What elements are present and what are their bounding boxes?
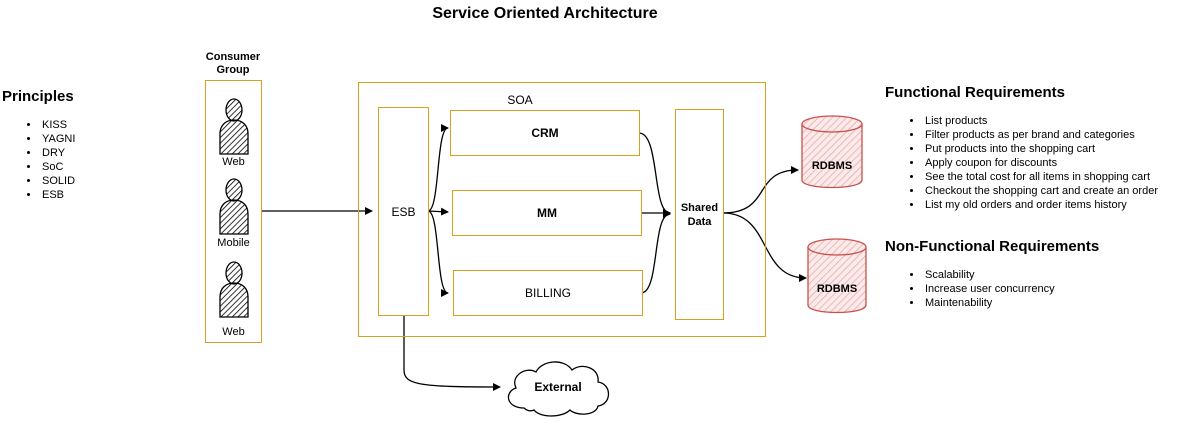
cloud-icon	[507, 361, 610, 417]
non-functional-heading: Non-Functional Requirements	[885, 238, 1100, 255]
arrow-billing-to-shared	[640, 210, 671, 294]
billing-box	[453, 270, 643, 316]
database-label: RDBMS	[816, 283, 858, 295]
user-icon	[219, 178, 249, 235]
mm-label: MM	[537, 206, 557, 220]
list-item: DRY	[40, 146, 75, 160]
list-item: ESB	[40, 188, 75, 202]
list-item: SOLID	[40, 174, 75, 188]
database-icon	[801, 115, 863, 189]
list-item: Checkout the shopping cart and create an…	[923, 184, 1158, 198]
arrow-esb-to-mm	[427, 207, 449, 216]
crm-label: CRM	[531, 126, 559, 140]
user-icon	[219, 98, 249, 155]
shared-data-label: Shared Data	[680, 202, 719, 228]
list-item: SoC	[40, 160, 75, 174]
esb-box	[378, 107, 429, 316]
functional-list: List products Filter products as per bra…	[909, 114, 1158, 212]
principles-list: KISS YAGNI DRY SoC SOLID ESB	[26, 118, 75, 202]
list-item: Maintenability	[923, 296, 1055, 310]
list-item: Increase user concurrency	[923, 282, 1055, 296]
user-icon	[219, 261, 249, 318]
arrow-esb-to-crm	[427, 124, 449, 212]
user-label-web: Web	[222, 156, 245, 168]
arrow-esb-to-external	[403, 316, 501, 391]
user-label-web: Web	[222, 326, 245, 338]
soa-label: SOA	[507, 93, 533, 107]
list-item: See the total cost for all items in shop…	[923, 170, 1158, 184]
arrow-shared-to-db1	[722, 166, 799, 214]
list-item: Scalability	[923, 268, 1055, 282]
soa-container	[358, 82, 766, 337]
principles-heading: Principles	[2, 88, 74, 105]
list-item: YAGNI	[40, 132, 75, 146]
diagram-title: Service Oriented Architecture	[432, 5, 658, 22]
billing-label: BILLING	[524, 286, 572, 300]
database-icon	[807, 238, 867, 314]
list-item: Apply coupon for discounts	[923, 156, 1158, 170]
list-item: Filter products as per brand and categor…	[923, 128, 1158, 142]
database-label: RDBMS	[811, 160, 853, 172]
mm-box	[452, 190, 642, 236]
list-item: Put products into the shopping cart	[923, 142, 1158, 156]
list-item: List my old orders and order items histo…	[923, 198, 1158, 212]
user-label-mobile: Mobile	[217, 237, 250, 249]
arrow-shared-to-db2	[722, 212, 807, 282]
arrow-esb-to-billing	[427, 210, 449, 297]
functional-heading: Functional Requirements	[885, 84, 1066, 101]
external-label: External	[534, 380, 582, 394]
shared-data-box	[675, 109, 724, 320]
non-functional-list: Scalability Increase user concurrency Ma…	[909, 268, 1055, 310]
list-item: KISS	[40, 118, 75, 132]
consumer-group-label: Consumer Group	[205, 51, 261, 76]
crm-box	[450, 110, 640, 156]
list-item: List products	[923, 114, 1158, 128]
esb-label: ESB	[391, 205, 416, 219]
